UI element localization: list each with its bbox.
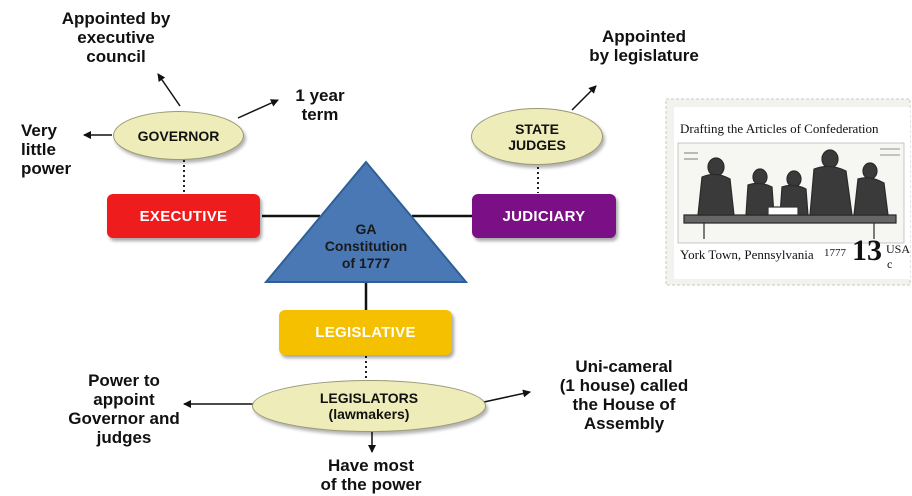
judiciary-label: JUDICIARY bbox=[502, 207, 586, 225]
note-line: council bbox=[86, 47, 146, 66]
note-unicameral: Uni-cameral (1 house) called the House o… bbox=[532, 357, 716, 433]
arrow-unicameral bbox=[483, 389, 531, 403]
note-line: 1 year bbox=[295, 86, 345, 105]
note-line: Appointed by bbox=[61, 9, 171, 28]
note-line: little bbox=[21, 140, 56, 159]
judges-line-1: STATE bbox=[515, 120, 559, 137]
note-appoint-power: Power to appoint Governor and judges bbox=[40, 371, 208, 447]
note-line: power bbox=[21, 159, 72, 178]
note-line: (1 house) called bbox=[559, 376, 689, 395]
note-line: Very bbox=[21, 121, 57, 140]
constitution-line-3: of 1777 bbox=[341, 255, 391, 271]
stamp-year: 1777 bbox=[824, 247, 846, 259]
constitution-line-1: GA bbox=[355, 221, 377, 237]
note-appointed-leg: Appointed by legislature bbox=[566, 27, 722, 65]
note-line: judges bbox=[96, 428, 152, 447]
note-line: the House of bbox=[572, 395, 676, 414]
stamp-cents: c bbox=[887, 257, 893, 271]
note-one-year: 1 year term bbox=[280, 86, 360, 124]
note-line: term bbox=[301, 105, 339, 124]
note-line: Appointed bbox=[601, 27, 687, 46]
note-line: Governor and bbox=[68, 409, 180, 428]
legislators-line-2: (lawmakers) bbox=[328, 406, 410, 422]
state-judges-oval: STATE JUDGES bbox=[471, 108, 603, 165]
stamp-value: 13 bbox=[852, 234, 882, 267]
legislative-box: LEGISLATIVE bbox=[279, 310, 452, 355]
stamp-title: Drafting the Articles of Confederation bbox=[680, 121, 879, 136]
legislative-label: LEGISLATIVE bbox=[315, 324, 416, 341]
constitution-label: GA Constitution of 1777 bbox=[300, 221, 432, 272]
arrow-appointed-exec bbox=[157, 73, 181, 107]
note-line: executive bbox=[77, 28, 155, 47]
note-line: Assembly bbox=[583, 414, 665, 433]
executive-label: EXECUTIVE bbox=[139, 207, 228, 225]
note-most-power: Have most of the power bbox=[296, 456, 446, 494]
governor-oval: GOVERNOR bbox=[113, 111, 244, 160]
note-line: of the power bbox=[320, 475, 422, 494]
note-line: Have most bbox=[328, 456, 414, 475]
judiciary-box: JUDICIARY bbox=[472, 194, 616, 238]
executive-box: EXECUTIVE bbox=[107, 194, 260, 238]
stamp-place: York Town, Pennsylvania bbox=[680, 247, 814, 262]
legislators-line-1: LEGISLATORS bbox=[319, 390, 419, 406]
constitution-triangle bbox=[263, 160, 469, 283]
note-line: by legislature bbox=[589, 46, 699, 65]
arrow-one-year bbox=[237, 99, 279, 119]
stamp-artwork bbox=[665, 98, 911, 286]
arrow-appointed-leg bbox=[571, 85, 597, 111]
governor-label: GOVERNOR bbox=[137, 127, 220, 144]
constitution-line-2: Constitution bbox=[324, 238, 408, 254]
note-appointed-exec: Appointed by executive council bbox=[26, 9, 206, 66]
note-little-power: Very little power bbox=[21, 121, 71, 178]
note-line: Uni-cameral bbox=[575, 357, 673, 376]
note-line: Power to bbox=[88, 371, 160, 390]
legislators-oval: LEGISLATORS (lawmakers) bbox=[252, 380, 486, 432]
postage-stamp: Drafting the Articles of Confederation Y… bbox=[664, 97, 912, 287]
judges-line-2: JUDGES bbox=[508, 136, 566, 153]
note-line: appoint bbox=[93, 390, 155, 409]
stamp-country: USA bbox=[886, 242, 911, 256]
